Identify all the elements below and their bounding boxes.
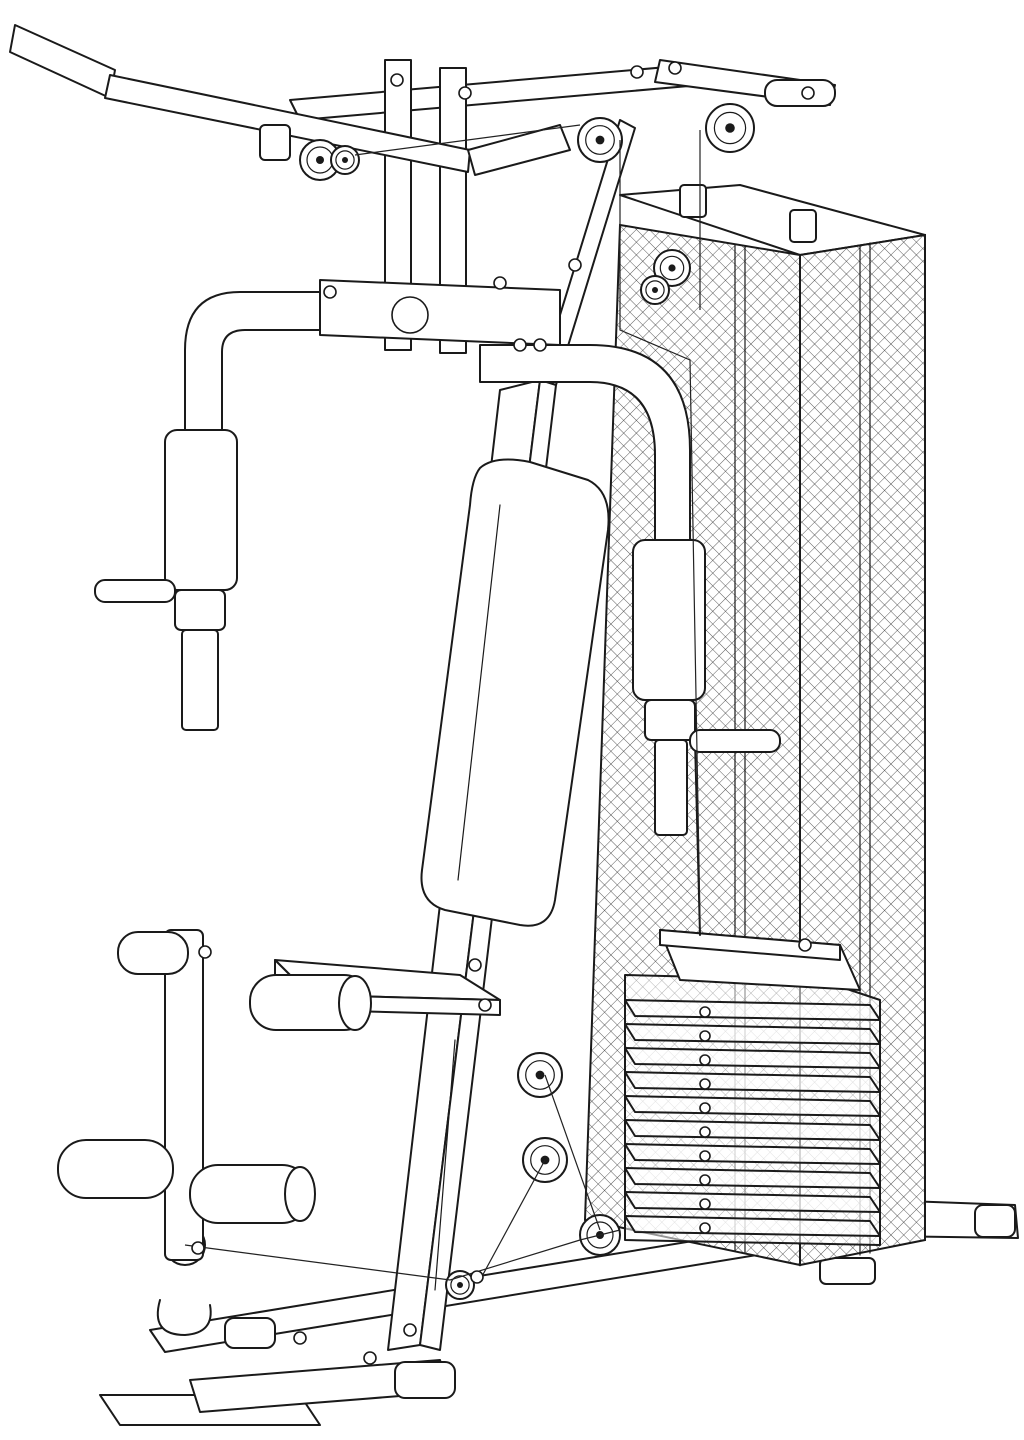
weight-plate [624,1095,881,1117]
bolt [390,73,404,87]
bolt [798,938,812,952]
bolt [630,65,644,79]
bolt [403,1323,417,1337]
bolt [478,998,492,1012]
press-arm-left-handle [94,579,176,603]
pulley-wheel [445,1270,475,1300]
bolt [191,1241,205,1255]
lat-bar-grip-right [467,124,571,176]
pulley-wheel [640,275,670,305]
weight-plate [624,1119,881,1141]
bolt [363,1351,377,1365]
weight-plate [624,999,881,1021]
top-frame [9,24,836,354]
guide-rod-cap-left [679,184,707,218]
bolt [493,276,507,290]
selector-pin-hole [699,1078,711,1090]
selector-pin-hole [699,1222,711,1234]
selector-pin-hole [699,1150,711,1162]
lat-bar-hook [259,124,291,161]
weight-plate [624,1071,881,1093]
selector-pin-hole [699,1198,711,1210]
weight-plate [624,1191,881,1213]
pulley-wheel [330,145,360,175]
bolt [513,338,527,352]
stack-foot [819,1257,876,1285]
upper-roller-left [117,931,189,975]
bolt [198,945,212,959]
seat-assembly [57,929,501,1336]
selector-pin-hole [699,1054,711,1066]
weight-plates [624,999,881,1237]
cables [184,124,701,1281]
press-arm-left-tube [184,291,331,441]
pulley-wheel [517,1052,563,1098]
selector-pin-hole [699,1030,711,1042]
top-beam-endcap [764,79,836,107]
bolts [191,61,815,1365]
press-arm-right-handle [689,729,781,753]
selector-pin-hole [699,1006,711,1018]
back-pad [420,458,610,927]
press-arm-left-post [181,629,219,731]
lat-bar [104,74,471,173]
pulley-wheel [653,249,691,287]
press-arm-bracket [319,279,561,346]
lat-bar-grip-left [9,24,116,99]
bolt [801,86,815,100]
bolt [470,1270,484,1284]
bolt [468,958,482,972]
weight-stack-tower [583,184,926,1267]
weight-plate [624,1023,881,1045]
bolt [568,258,582,272]
adjust-knob [391,296,429,334]
bolt [668,61,682,75]
guide-rod-cap-right [789,209,817,243]
front-foot-cap-left [224,1317,276,1349]
back-pad-cushion [420,458,610,927]
press-arm-right-post [654,739,688,836]
selector-pin-hole [699,1126,711,1138]
bolt [323,285,337,299]
rear-foot-cap [974,1204,1016,1238]
press-arm-right [391,296,781,836]
selector-pin-hole [699,1102,711,1114]
pulley-wheel [705,103,755,153]
press-arm-left-pad [164,429,238,591]
ankle-strap-hook [156,1299,212,1336]
weight-plate [624,1047,881,1069]
press-arm-left [94,279,561,731]
bolt [293,1331,307,1345]
selector-pin-hole [699,1174,711,1186]
front-foot-cap-right [394,1361,456,1399]
pulley-wheel [577,117,623,163]
weight-plate [624,1167,881,1189]
weight-plate [624,1215,881,1237]
weight-plate [624,1143,881,1165]
bolt [533,338,547,352]
lower-roller-left [57,1139,174,1199]
bolt [458,86,472,100]
